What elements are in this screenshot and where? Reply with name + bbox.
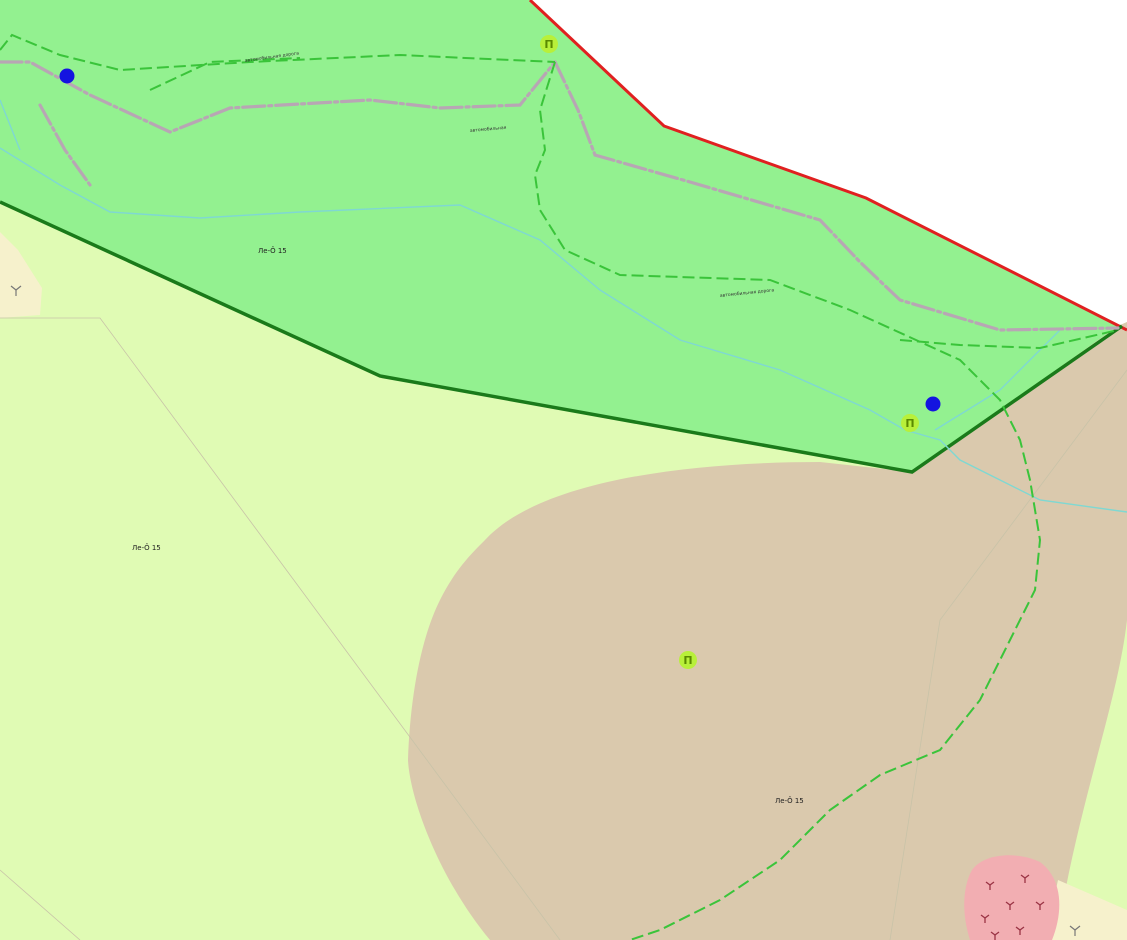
- tree-symbol-icon: [980, 914, 990, 923]
- road-line: [553, 60, 1120, 332]
- tree-symbol-icon: [1015, 926, 1025, 935]
- zone-label: Ле-Ô 15: [258, 246, 287, 255]
- tree-symbol-icon: [985, 881, 995, 890]
- cream-zone-left: [0, 232, 42, 318]
- green-border: [0, 200, 1123, 474]
- red-border: [528, 0, 1127, 332]
- roads: [0, 60, 1120, 332]
- blue-dot-icon[interactable]: [925, 396, 941, 412]
- svg-text:П: П: [683, 654, 692, 667]
- road-line: [0, 60, 557, 134]
- road-line: [38, 103, 92, 187]
- outside-area: [530, 0, 1127, 326]
- stream-line: [934, 329, 1061, 431]
- letter-p-marker-icon[interactable]: П: [679, 651, 697, 669]
- tree-symbol-icon: [990, 931, 1000, 940]
- pink-zone: [964, 855, 1060, 940]
- boundary-lines: [0, 317, 1127, 940]
- pink-zone-tree-symbols: [980, 874, 1045, 940]
- road-label: автомобильная: [470, 125, 507, 134]
- tree-symbol-icon: [1069, 925, 1081, 936]
- svg-text:П: П: [544, 38, 553, 51]
- stream-line: [0, 147, 1127, 513]
- dashed-path: [533, 61, 1042, 940]
- letter-p-marker-icon[interactable]: П: [540, 35, 558, 53]
- boundary-line: [0, 869, 81, 940]
- cream-zone-bottom-right: [1045, 880, 1127, 940]
- tree-symbol-icon: [10, 285, 22, 296]
- dashed-path: [149, 57, 301, 91]
- boundary-line: [0, 317, 561, 940]
- svg-text:П: П: [905, 417, 914, 430]
- zone-label: Ле-Ô 15: [132, 543, 161, 552]
- dashed-paths: [0, 33, 1119, 940]
- streams: [0, 99, 1127, 513]
- zone-label: Ле-Ô 15: [775, 796, 804, 805]
- stream-line: [0, 99, 21, 151]
- dashed-path: [0, 33, 556, 72]
- tree-symbol-icon: [1035, 901, 1045, 910]
- boundary-line: [889, 369, 1127, 940]
- brown-zone: [408, 322, 1127, 940]
- tree-symbol-icon: [1005, 901, 1015, 910]
- dashed-path: [899, 329, 1119, 350]
- blue-dot-icon[interactable]: [59, 68, 75, 84]
- tree-symbol-icon: [1020, 874, 1030, 883]
- road-label: автомобильная дорога: [720, 287, 775, 299]
- letter-p-marker-icon[interactable]: П: [901, 414, 919, 432]
- green-zone: [0, 0, 1118, 472]
